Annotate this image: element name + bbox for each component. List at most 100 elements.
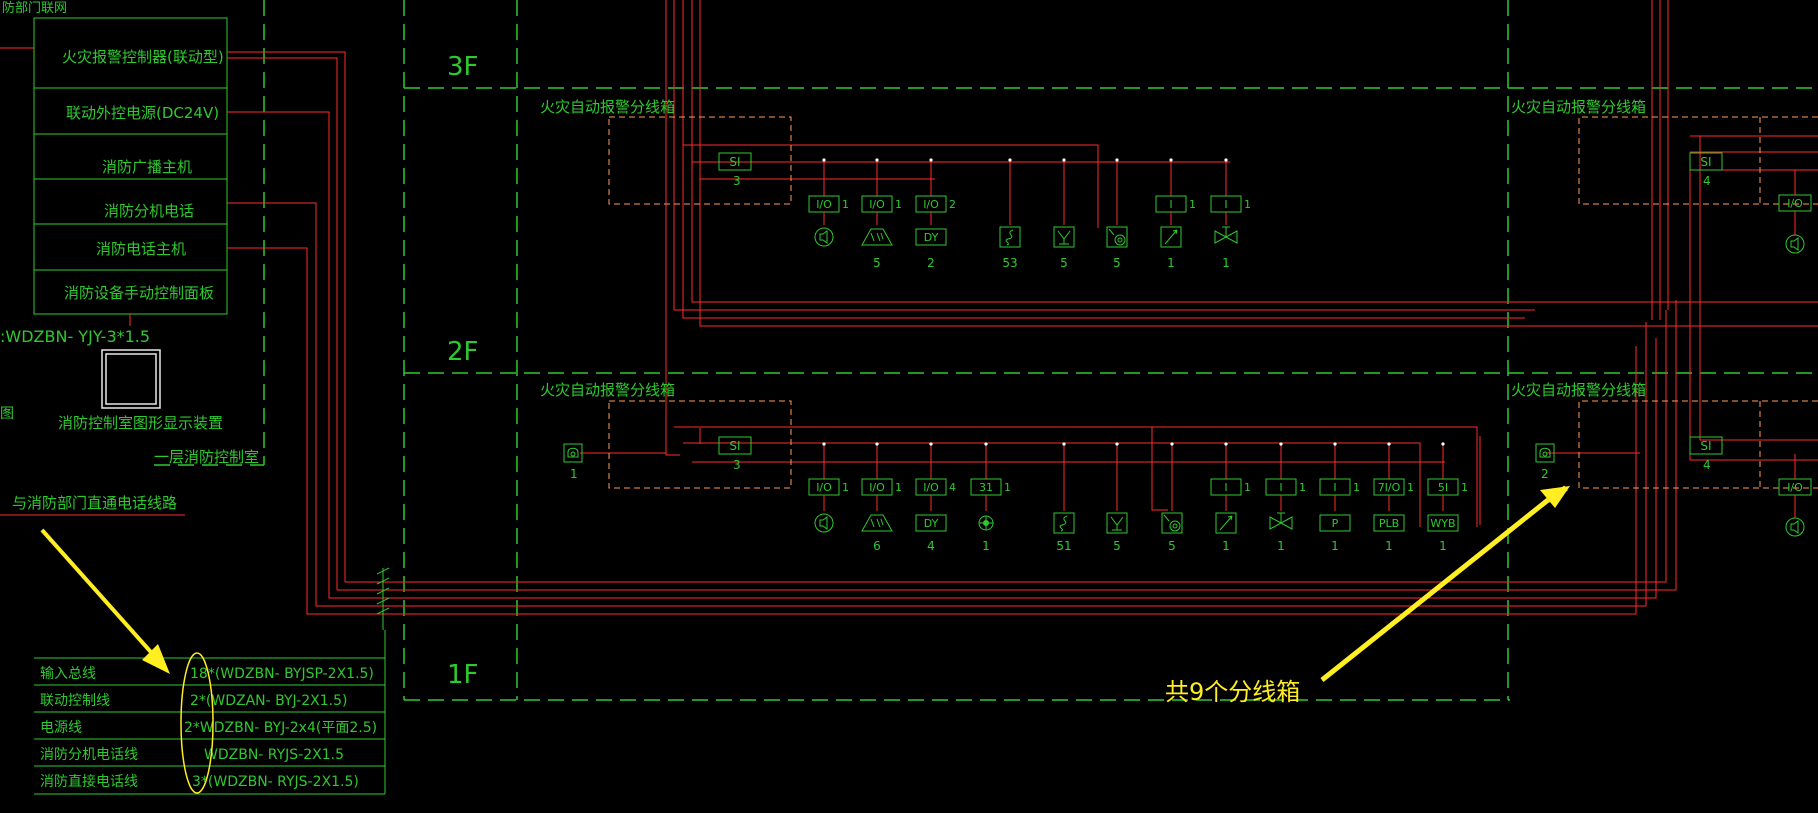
legend-spec-3: 2*WDZBN- BYJ-2x4(平面2.5) [184, 720, 377, 736]
device-tag-count: 2 [949, 198, 956, 211]
device-tag-count: 1 [842, 481, 849, 494]
device-tag-count: 1 [1244, 198, 1251, 211]
device-tag: I [1279, 481, 1282, 494]
legend-name-5: 消防直接电话线 [40, 773, 138, 790]
device-box-label: WYB [1430, 517, 1455, 530]
device-tag: I/O [923, 481, 939, 494]
speaker-icon [814, 227, 834, 247]
svg-text:SI: SI [729, 155, 740, 169]
device-tag-count: 1 [842, 198, 849, 211]
device-count: 5 [1060, 256, 1068, 270]
device-count: 4 [927, 539, 935, 553]
heat-detector-icon [1106, 512, 1128, 534]
device-floor2-8: I 1 1 [1210, 442, 1251, 553]
device-count: 5 [1168, 539, 1176, 553]
panel-row-extension-phone: 消防分机电话 [104, 202, 194, 220]
panel-row-controller: 火灾报警控制器(联动型) [62, 48, 224, 66]
phone-icon [563, 443, 583, 463]
device-count: 5 [873, 256, 881, 270]
cable-label: :WDZBN- YJY-3*1.5 [0, 327, 150, 346]
device-count: 53 [1002, 256, 1017, 270]
speaker-icon [814, 513, 834, 533]
signal-valve-icon [1269, 512, 1293, 530]
speaker-icon [1785, 517, 1805, 537]
device-box-label: DY [924, 517, 939, 530]
device-tag: I [1224, 198, 1227, 211]
device-tag-count: 1 [1461, 481, 1468, 494]
trunk-wiring [227, 0, 1818, 630]
device-tag: I/O [869, 481, 885, 494]
junction-box-label-2f-right: 火灾自动报警分线箱 [1511, 381, 1646, 399]
device-floor3-4: 53 [999, 158, 1021, 270]
si-module-2f-right [1689, 436, 1723, 455]
si-count-2f-right: 4 [1703, 458, 1711, 472]
device-floor2-7: 5 [1161, 442, 1183, 553]
si-count-3f: 3 [733, 174, 741, 188]
flow-switch-icon [1160, 226, 1182, 248]
phone-count-2f-right: 2 [1541, 467, 1549, 481]
legend-spec-1: 18*(WDZBN- BYJSP-2X1.5) [190, 666, 374, 682]
legend-spec-4: WDZBN- RYJS-2X1.5 [204, 747, 344, 763]
device-tag-count: 1 [1299, 481, 1306, 494]
si-module-2f [718, 436, 752, 455]
junction-box-label-2f: 火灾自动报警分线箱 [540, 381, 675, 399]
floor-label-3f: 3F [447, 52, 479, 82]
junction-box-label-3f: 火灾自动报警分线箱 [540, 98, 675, 116]
legend-name-2: 联动控制线 [40, 693, 110, 709]
phone-count-2f: 1 [570, 467, 578, 481]
display-device-icon [101, 349, 161, 409]
device-count: 6 [873, 539, 881, 553]
legend-name-4: 消防分机电话线 [40, 747, 138, 763]
annotation-arrows: 共9个分线箱 [40, 485, 1570, 706]
svg-text:SI: SI [1700, 155, 1711, 169]
device-tag-count: 1 [1407, 481, 1414, 494]
device-count: 1 [1331, 539, 1339, 553]
legend-spec-2: 2*(WDZAN- BYJ-2X1.5) [190, 693, 347, 709]
junction-box-2f: 火灾自动报警分线箱 SI 3 1 [540, 381, 792, 489]
device-tag-count: 1 [1004, 481, 1011, 494]
device-box-icon [915, 228, 947, 246]
control-room-panel: 防部门联网 火灾报警控制器(联动型) 联动外控电源(DC24V) 消防广播主机 … [0, 0, 259, 516]
device-tag: I [1224, 481, 1227, 494]
junction-box-2f-right: 火灾自动报警分线箱 SI 4 2 I/O [1511, 381, 1818, 537]
manual-alarm-icon [1106, 226, 1128, 248]
device-tag-count: 1 [1244, 481, 1251, 494]
device-box-icon [1319, 514, 1351, 532]
device-count: 5 [1113, 539, 1121, 553]
speaker-icon [1785, 234, 1805, 254]
smoke-detector-icon [1053, 512, 1075, 534]
signal-valve-icon [1214, 226, 1238, 244]
junction-box-label-3f-right: 火灾自动报警分线箱 [1511, 98, 1646, 116]
device-tag-count: 1 [1189, 198, 1196, 211]
panel-row-broadcast: 消防广播主机 [102, 158, 192, 176]
device-box-label: P [1332, 517, 1339, 530]
device-box-label: DY [924, 231, 939, 244]
device-count: 5 [1113, 256, 1121, 270]
panel-row-phone-host: 消防电话主机 [96, 240, 186, 258]
io-module-3f-right: I/O [1787, 197, 1803, 210]
si-count-2f: 3 [733, 458, 741, 472]
network-label: 防部门联网 [2, 0, 67, 16]
floor-grid [154, 0, 1818, 701]
si-module-3f [718, 152, 752, 171]
strobe-icon [861, 514, 893, 532]
svg-text:SI: SI [1700, 439, 1711, 453]
device-count: 1 [1277, 539, 1285, 553]
si-count-3f-right: 4 [1703, 174, 1711, 188]
device-tag: I [1333, 481, 1336, 494]
device-floor2-6: 5 [1106, 442, 1128, 553]
device-count: 1 [1222, 539, 1230, 553]
junction-box-3f-right: 火灾自动报警分线箱 SI 4 I/O [1511, 98, 1818, 254]
device-floor2-5: 51 [1053, 442, 1075, 553]
